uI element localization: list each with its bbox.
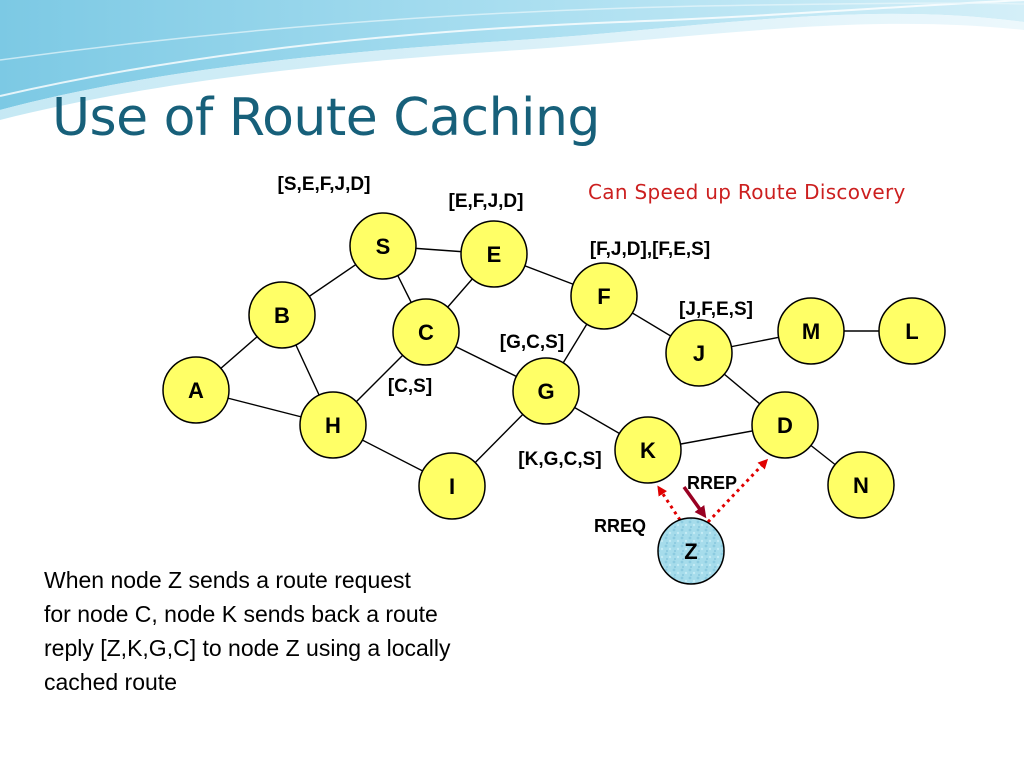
caption-line: for node C, node K sends back a route [44, 601, 438, 627]
route-cache-k: [K,G,C,S] [518, 449, 601, 470]
caption-line: When node Z sends a route request [44, 567, 411, 593]
node-label: S [376, 234, 391, 259]
rrep-arrow [682, 485, 707, 519]
node-label: Z [684, 539, 697, 564]
node-g: G [512, 357, 580, 425]
nodes-layer: S E F B C M L J A G H D K I N Z [162, 212, 946, 585]
node-label: F [597, 284, 610, 309]
route-cache-j: [J,F,E,S] [679, 299, 753, 320]
node-l: L [878, 297, 946, 365]
route-cache-s: [S,E,F,J,D] [278, 174, 371, 195]
node-h: H [299, 391, 367, 459]
route-cache-f: [F,J,D],[F,E,S] [590, 239, 710, 260]
node-label: G [537, 379, 554, 404]
node-f: F [570, 262, 638, 330]
node-n: N [827, 451, 895, 519]
node-label: M [802, 319, 820, 344]
message-arrows: RREQ RREP [594, 458, 769, 536]
node-circle [614, 416, 682, 484]
node-label: L [905, 319, 918, 344]
node-circle [777, 297, 845, 365]
rreq-arrow-to-d [706, 458, 769, 524]
node-label: B [274, 303, 290, 328]
rreq-arrow-to-k [657, 485, 682, 521]
node-circle [392, 298, 460, 366]
node-label: E [487, 242, 502, 267]
node-label: I [449, 474, 455, 499]
node-label: N [853, 473, 869, 498]
caption-line: cached route [44, 669, 177, 695]
node-circle [657, 517, 725, 585]
slide-title: Use of Route Caching [52, 88, 600, 148]
node-c: C [392, 298, 460, 366]
node-circle [665, 319, 733, 387]
node-m: M [777, 297, 845, 365]
node-e: E [460, 220, 528, 288]
route-cache-e: [E,F,J,D] [449, 191, 524, 212]
route-cache-c: [G,C,S] [500, 332, 564, 353]
node-circle [827, 451, 895, 519]
node-s: S [349, 212, 417, 280]
node-circle [162, 356, 230, 424]
node-d: D [751, 391, 819, 459]
node-circle [248, 281, 316, 349]
node-z: Z [657, 517, 725, 585]
slide-subtitle: Can Speed up Route Discovery [588, 180, 906, 204]
node-circle [299, 391, 367, 459]
node-circle [751, 391, 819, 459]
route-cache-labels: [S,E,F,J,D] [E,F,J,D] [F,J,D],[F,E,S] [J,F,… [278, 174, 753, 470]
node-label: C [418, 320, 434, 345]
node-circle [460, 220, 528, 288]
node-j: J [665, 319, 733, 387]
node-circle [349, 212, 417, 280]
node-circle [878, 297, 946, 365]
rrep-label: RREP [687, 473, 737, 493]
route-cache-h: [C,S] [388, 376, 432, 397]
node-label: H [325, 413, 341, 438]
node-label: D [777, 413, 793, 438]
node-label: J [693, 341, 705, 366]
node-circle [512, 357, 580, 425]
node-circle [570, 262, 638, 330]
node-a: A [162, 356, 230, 424]
node-label: K [640, 438, 656, 463]
node-label: A [188, 378, 204, 403]
node-i: I [418, 452, 486, 520]
node-b: B [248, 281, 316, 349]
rreq-label: RREQ [594, 516, 646, 536]
caption-text: When node Z sends a route request for no… [44, 563, 564, 699]
node-circle [418, 452, 486, 520]
node-k: K [614, 416, 682, 484]
caption-line: reply [Z,K,G,C] to node Z using a locall… [44, 635, 451, 661]
